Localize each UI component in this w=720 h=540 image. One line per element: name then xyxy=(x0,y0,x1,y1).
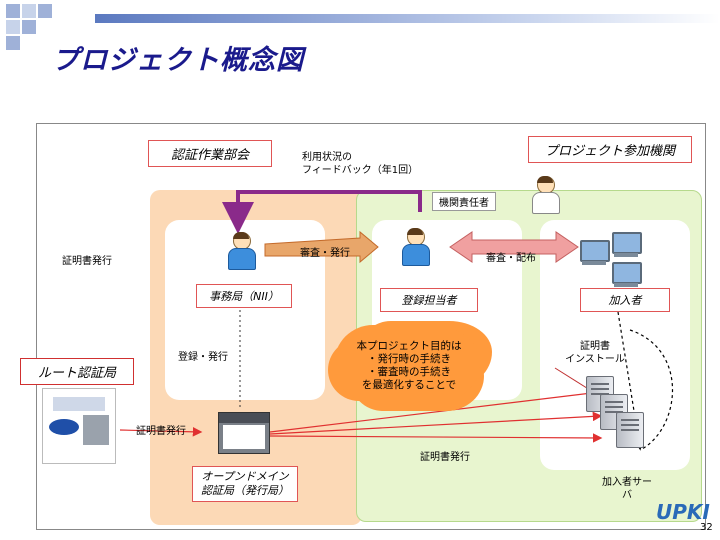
kanyusha-server-label: 加入者サー バ xyxy=(602,477,652,501)
page-number: 32 xyxy=(700,522,713,533)
decor-square xyxy=(6,20,20,34)
toroku-tantosha-label: 登録担当者 xyxy=(380,288,478,312)
toroku-hakko-label: 登録・発行 xyxy=(178,352,228,363)
jimukyoku-label: 事務局（NII） xyxy=(196,284,292,308)
nii-staff-icon xyxy=(228,232,256,270)
feedback-label: 利用状況の フィードバック（年1回） xyxy=(302,152,419,176)
purpose-text: 本プロジェクト目的は ・発行時の手続き ・審査時の手続き を最適化することで xyxy=(356,340,462,391)
shomeisho-hakko-mid-label: 証明書発行 xyxy=(136,426,186,437)
subscriber-pc-icon xyxy=(612,262,642,288)
registrar-icon xyxy=(402,228,430,266)
shomeisho-hakko-bottom-label: 証明書発行 xyxy=(420,452,470,463)
decor-square xyxy=(38,4,52,18)
page-title: プロジェクト概念図 xyxy=(52,45,304,76)
kanyusha-label: 加入者 xyxy=(580,288,670,312)
manager-icon xyxy=(532,176,560,214)
issuing-ca-icon xyxy=(218,412,270,454)
root-ca-label: ルート認証局 xyxy=(20,358,134,385)
project-sanka-kikan-label: プロジェクト参加機関 xyxy=(528,136,692,163)
kikan-sekininsha-label: 機関責任者 xyxy=(432,192,496,211)
header-bar xyxy=(95,14,720,23)
decor-square xyxy=(22,4,36,18)
shinsa-haifu-label: 審査・配布 xyxy=(486,253,536,264)
subscriber-server-icon xyxy=(616,412,644,448)
open-domain-label: オープンドメイン 認証局（発行局） xyxy=(192,466,298,502)
subscriber-pc-icon xyxy=(580,240,610,266)
purpose-cloud xyxy=(334,325,480,403)
upki-logo: UPKI xyxy=(656,500,710,524)
root-ca-logo-icon xyxy=(42,388,116,464)
shinsa-hakko-label: 審査・発行 xyxy=(300,248,350,259)
subscriber-pc-icon xyxy=(612,232,642,258)
decor-square xyxy=(22,20,36,34)
decor-square xyxy=(6,36,20,50)
decor-square xyxy=(6,4,20,18)
shomeisho-hakko-left-label: 証明書発行 xyxy=(62,256,112,267)
ninsho-sagyobukai-label: 認証作業部会 xyxy=(148,140,272,167)
install-label: 証明書 インストール xyxy=(565,341,625,365)
